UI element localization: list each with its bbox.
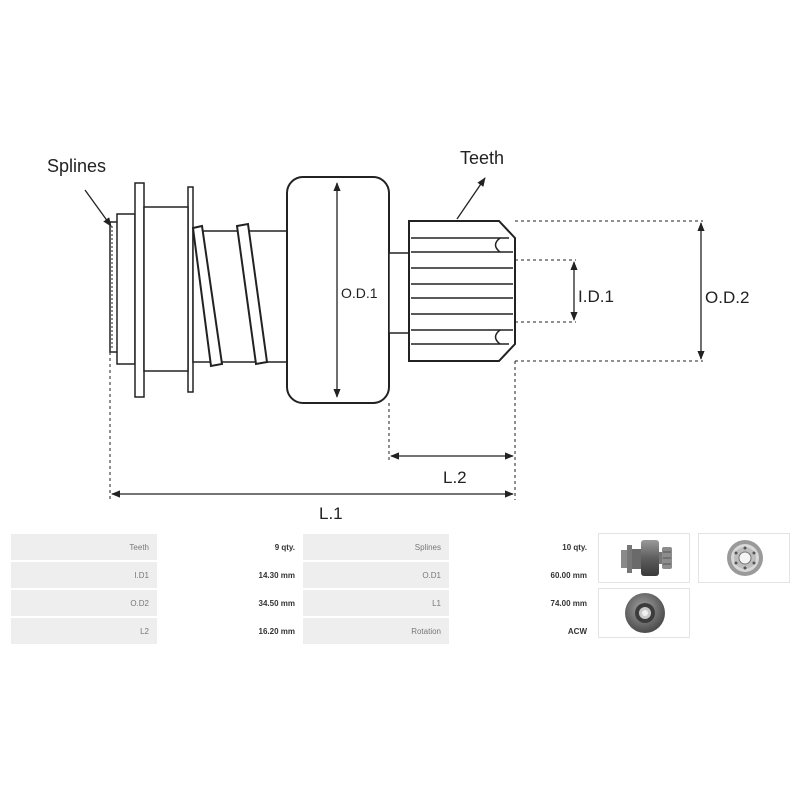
spec-label: Teeth: [11, 534, 157, 560]
spec-value: 16.20 mm: [157, 618, 303, 644]
spec-value: 34.50 mm: [157, 590, 303, 616]
spring-coils: [191, 222, 269, 368]
spec-label: Splines: [303, 534, 449, 560]
pinion-gear: [408, 220, 516, 362]
od2-dimension: [515, 220, 705, 362]
spec-label: L1: [303, 590, 449, 616]
pinion-front-view-icon: [727, 540, 763, 576]
spec-label: L2: [11, 618, 157, 644]
flange-plates: [134, 182, 194, 398]
teeth-leader-arrow: [456, 177, 486, 220]
od2-label: O.D.2: [705, 288, 749, 307]
spec-label: I.D1: [11, 562, 157, 588]
spec-label: Rotation: [303, 618, 449, 644]
pinion-back-view-icon: [625, 593, 665, 633]
spec-value: 10 qty.: [449, 534, 595, 560]
id1-dimension: [515, 259, 578, 323]
spec-value: ACW: [449, 618, 595, 644]
splines-label: Splines: [47, 156, 106, 176]
product-thumbnail-side[interactable]: [598, 533, 690, 583]
neck: [388, 252, 410, 334]
spec-value: 60.00 mm: [449, 562, 595, 588]
table-row: Teeth 9 qty. Splines 10 qty.: [11, 534, 595, 560]
spec-value: 14.30 mm: [157, 562, 303, 588]
spec-value: 9 qty.: [157, 534, 303, 560]
l2-dimension: [388, 361, 516, 500]
pinion-side-view-icon: [621, 540, 672, 576]
splines-leader-arrow: [84, 189, 112, 227]
spec-label: O.D1: [303, 562, 449, 588]
spec-value: 74.00 mm: [449, 590, 595, 616]
product-thumbnail-front[interactable]: [698, 533, 790, 583]
spline-end: [109, 213, 136, 365]
id1-label: I.D.1: [578, 287, 614, 306]
spec-label: O.D2: [11, 590, 157, 616]
starter-drive-diagram: Splines Teeth O.D.1 I.D.1 O.D.2 L.2 L.1: [47, 148, 749, 523]
table-row: O.D2 34.50 mm L1 74.00 mm: [11, 590, 595, 616]
specifications-table: Teeth 9 qty. Splines 10 qty. I.D1 14.30 …: [11, 532, 595, 646]
table-row: L2 16.20 mm Rotation ACW: [11, 618, 595, 644]
table-row: I.D1 14.30 mm O.D1 60.00 mm: [11, 562, 595, 588]
l1-dimension: [109, 352, 514, 500]
od1-label: O.D.1: [341, 285, 378, 301]
l1-label: L.1: [319, 504, 343, 523]
l2-label: L.2: [443, 468, 467, 487]
teeth-label: Teeth: [460, 148, 504, 168]
product-thumbnail-back[interactable]: [598, 588, 690, 638]
